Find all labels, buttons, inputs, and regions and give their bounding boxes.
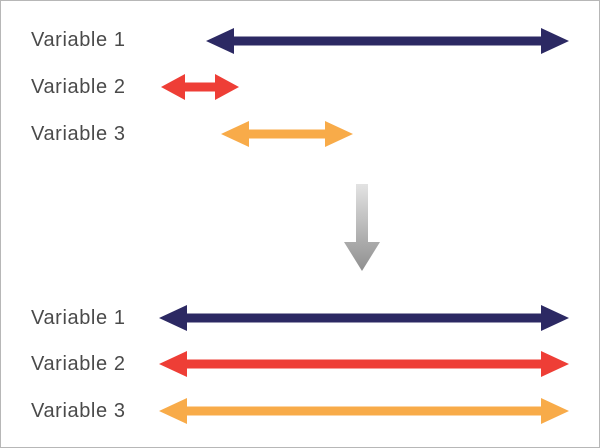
- variable-2-label-before: Variable 2: [31, 76, 126, 98]
- double-arrow-shape: [159, 398, 569, 424]
- variable-2-range-arrow-before: [161, 74, 239, 100]
- double-arrow-shape: [206, 28, 569, 54]
- variable-2-range-arrow-after: [159, 351, 569, 377]
- variable-1-label-after: Variable 1: [31, 307, 126, 329]
- variable-3-label-before: Variable 3: [31, 123, 126, 145]
- variable-1-range-arrow-before: [206, 28, 569, 54]
- double-arrow-shape: [159, 305, 569, 331]
- transform-down-arrow-icon: [344, 184, 380, 271]
- down-arrow-shape: [344, 184, 380, 271]
- variable-3-range-arrow-after: [159, 398, 569, 424]
- variable-2-label-after: Variable 2: [31, 353, 126, 375]
- double-arrow-shape: [161, 74, 239, 100]
- variable-3-label-after: Variable 3: [31, 400, 126, 422]
- double-arrow-shape: [221, 121, 353, 147]
- variable-1-label-before: Variable 1: [31, 29, 126, 51]
- variable-3-range-arrow-before: [221, 121, 353, 147]
- variable-1-range-arrow-after: [159, 305, 569, 331]
- double-arrow-shape: [159, 351, 569, 377]
